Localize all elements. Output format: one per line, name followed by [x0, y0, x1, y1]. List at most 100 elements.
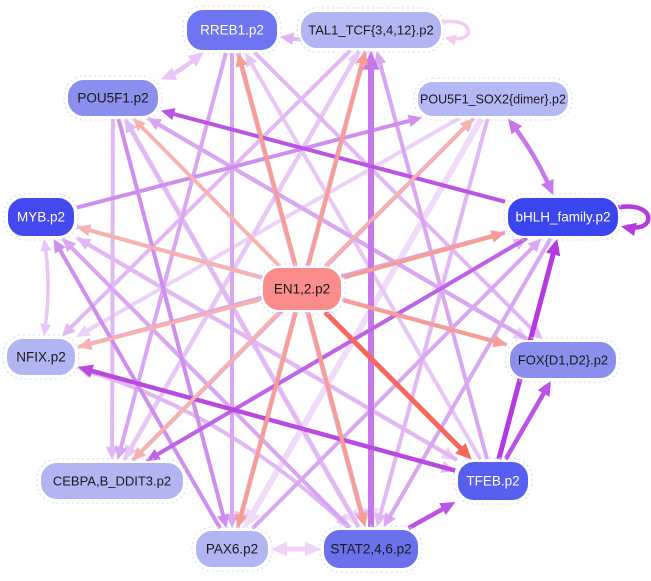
node-rreb1[interactable]: RREB1.p2 [182, 5, 282, 55]
edge-en12-fox-arrowhead [492, 335, 508, 348]
edge-en12-sox2 [324, 122, 470, 267]
edge-rreb1-fox-arrowhead [528, 325, 543, 340]
node-label-sox2: POU5F1_SOX2{dimer}.p2 [420, 92, 566, 106]
node-label-cebpa: CEBPA,B_DDIT3.p2 [53, 473, 171, 488]
edge-tal1-nfix-arrowhead [61, 322, 76, 337]
edge-en12-stat-arrowhead [355, 512, 368, 528]
edge-myb-nfix-arrowhead [40, 238, 52, 252]
edge-myb-nfix [43, 245, 50, 330]
node-label-rreb1: RREB1.p2 [200, 23, 264, 38]
edge-pax6-myb [55, 244, 222, 530]
edge-tfeb-fox-arrowhead [537, 380, 552, 397]
edge-fox-pou5f1-arrowhead [147, 118, 163, 131]
edge-pax6-bhlh [250, 242, 538, 530]
edge-en12-cebpa [136, 311, 281, 457]
edge-tfeb-nfix [85, 367, 456, 473]
edge-en12-pax6 [237, 312, 298, 521]
node-pax6[interactable]: PAX6.p2 [191, 526, 273, 572]
self-loop-tal1-arrowhead [444, 34, 457, 46]
edge-stat-tfeb-arrowhead [439, 501, 456, 516]
node-label-en12: EN1,2.p2 [274, 282, 330, 297]
edge-en12-nfix [84, 298, 261, 348]
edge-bhlh-stat [385, 237, 553, 522]
edge-rreb1-cebpa-arrowhead [115, 445, 128, 461]
edge-en12-rreb1 [238, 60, 298, 266]
edge-rreb1-pax6-arrowhead [225, 514, 239, 528]
edge-en12-tal1 [306, 58, 366, 266]
edge-stat-tfeb [407, 504, 449, 530]
edge-sox2-nfix [82, 116, 461, 335]
edge-tfeb-tal1-arrowhead [374, 50, 387, 66]
edge-en12-myb-arrowhead [76, 224, 91, 236]
edge-stat-nfix [85, 368, 350, 530]
node-fox[interactable]: FOX{D1,D2}.p2 [505, 337, 621, 383]
node-label-pou5f1: POU5F1.p2 [77, 91, 148, 106]
node-myb[interactable]: MYB.p2 [3, 193, 79, 241]
edge-en12-tfeb-arrowhead [455, 443, 472, 460]
edge-en12-pax6-arrowhead [235, 513, 248, 529]
edge-en12-tal1-arrowhead [355, 50, 368, 66]
edge-myb-nfix-arrowhead [40, 323, 52, 337]
node-label-tfeb: TFEB.p2 [466, 474, 519, 489]
edge-pou5f1-pax6 [116, 118, 227, 521]
edge-en12-fox [343, 298, 500, 345]
edge-bhlh-stat-arrowhead [383, 512, 396, 528]
node-nfix[interactable]: NFIX.p2 [2, 334, 80, 380]
edge-en12-sox2-arrowhead [460, 118, 474, 131]
edge-en12-pou5f1 [137, 122, 281, 267]
edge-bhlh-sox2-arrowhead [507, 118, 523, 135]
edge-tal1-cebpa-arrowhead [123, 444, 138, 461]
node-label-tal1: TAL1_TCF{3,4,12}.p2 [308, 22, 434, 37]
edge-sox2-stat-arrowhead [374, 512, 387, 528]
edge-pax6-myb-arrowhead [53, 238, 66, 254]
edge-en12-bhlh [343, 233, 498, 280]
edge-pax6-stat-arrowhead [271, 541, 287, 557]
edge-rreb1-pou5f1-arrowhead [187, 52, 204, 67]
edge-rreb1-tal1-arrowhead [279, 32, 295, 45]
edge-tfeb-myb-arrowhead [76, 237, 92, 250]
edge-myb-sox2-arrowhead [407, 114, 423, 127]
self-loop-tal1 [439, 19, 470, 41]
edge-stat-myb-arrowhead [62, 238, 77, 253]
node-label-stat: STAT2,4,6.p2 [330, 542, 411, 557]
edge-tfeb-myb [82, 240, 459, 462]
node-tfeb[interactable]: TFEB.p2 [453, 457, 533, 505]
edge-rreb1-pou5f1-arrowhead [160, 67, 178, 81]
node-label-myb: MYB.p2 [17, 210, 65, 225]
edge-bhlh-sox2 [511, 124, 552, 189]
edge-tfeb-bhlh-arrowhead [545, 238, 561, 257]
edge-tfeb-fox [503, 387, 549, 461]
edge-en12-stat [306, 312, 366, 520]
node-sox2[interactable]: POU5F1_SOX2{dimer}.p2 [413, 77, 573, 121]
edge-pax6-bhlh-arrowhead [527, 238, 542, 253]
edge-bhlh-cebpa-arrowhead [146, 448, 161, 461]
edge-pax6-stat-arrowhead [305, 541, 321, 557]
edge-sox2-nfix-arrowhead [76, 324, 91, 338]
node-label-pax6: PAX6.p2 [206, 542, 258, 557]
node-stat[interactable]: STAT2,4,6.p2 [319, 525, 423, 573]
node-label-nfix: NFIX.p2 [16, 350, 66, 365]
edge-en12-bhlh-arrowhead [490, 230, 506, 243]
edge-en12-pou5f1-arrowhead [133, 118, 146, 131]
node-label-bhlh: bHLH_family.p2 [515, 210, 610, 225]
edge-en12-rreb1-arrowhead [235, 52, 248, 68]
node-pou5f1[interactable]: POU5F1.p2 [63, 75, 163, 121]
edge-stat-pou5f1-arrowhead [124, 118, 137, 134]
edge-pou5f1-cebpa-arrowhead [105, 446, 119, 460]
edge-tfeb-rreb1 [247, 58, 483, 461]
edge-en12-tfeb [323, 310, 467, 455]
edge-myb-sox2 [76, 117, 415, 210]
edge-en12-cebpa-arrowhead [132, 448, 145, 461]
node-en12[interactable]: EN1,2.p2 [258, 263, 346, 315]
edge-sox2-pax6-arrowhead [244, 507, 261, 529]
node-cebpa[interactable]: CEBPA,B_DDIT3.p2 [36, 458, 188, 504]
edge-en12-nfix-arrowhead [77, 338, 92, 350]
edge-tfeb-rreb1-arrowhead [245, 52, 258, 68]
node-tal1[interactable]: TAL1_TCF{3,4,12}.p2 [296, 7, 446, 53]
edge-en12-myb [83, 227, 261, 280]
node-bhlh[interactable]: bHLH_family.p2 [503, 193, 623, 241]
node-label-fox: FOX{D1,D2}.p2 [518, 352, 608, 367]
edge-pou5f1-pax6-arrowhead [217, 513, 230, 529]
